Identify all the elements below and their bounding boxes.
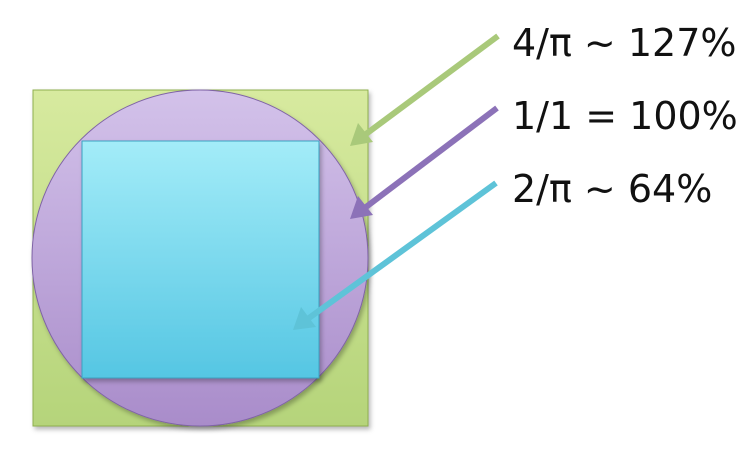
outer-square-arrow bbox=[350, 33, 500, 146]
circle-arrow bbox=[350, 105, 499, 219]
outer-square-ratio-label: 4/π ~ 127% bbox=[512, 21, 737, 65]
circle-ratio-label: 1/1 = 100% bbox=[512, 94, 738, 138]
inner-square-arrow bbox=[293, 180, 498, 330]
inner-square-shape bbox=[81, 140, 320, 379]
inner-square-ratio-label: 2/π ~ 64% bbox=[512, 167, 712, 211]
